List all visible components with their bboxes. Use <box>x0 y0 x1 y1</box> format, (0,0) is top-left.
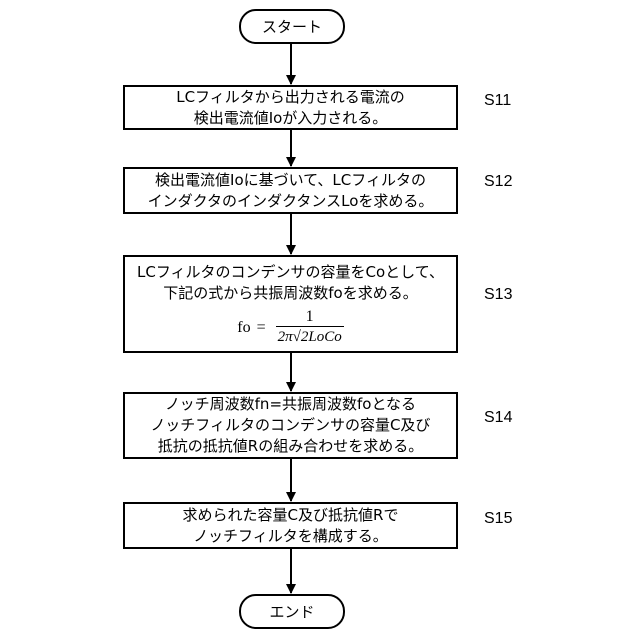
step-s15-label: S15 <box>484 510 512 528</box>
step-s13-box: LCフィルタのコンデンサの容量をCoとして、 下記の式から共振周波数foを求める… <box>123 255 458 353</box>
step-s12-line-2: インダクタのインダクタンスLoを求める。 <box>148 191 434 212</box>
step-s14-line-1: ノッチ周波数fn=共振周波数foとなる <box>165 394 416 415</box>
step-s15-line-1: 求められた容量C及び抵抗値Rで <box>183 505 399 526</box>
step-s13-line-1: LCフィルタのコンデンサの容量をCoとして、 <box>137 262 444 283</box>
step-s12-line-1: 検出電流値Ioに基づいて、LCフィルタの <box>155 170 426 191</box>
resonance-formula: fo = 1 2π√2LoCo <box>237 308 343 346</box>
step-s14-box: ノッチ周波数fn=共振周波数foとなる ノッチフィルタのコンデンサの容量C及び … <box>123 392 458 459</box>
step-s11-line-1: LCフィルタから出力される電流の <box>176 87 405 108</box>
formula-denominator: 2π√2LoCo <box>276 326 344 346</box>
step-s12-box: 検出電流値Ioに基づいて、LCフィルタの インダクタのインダクタンスLoを求める… <box>123 167 458 214</box>
step-s12-label: S12 <box>484 173 512 191</box>
step-s13-label: S13 <box>484 286 512 304</box>
step-s14-line-3: 抵抗の抵抗値Rの組み合わせを求める。 <box>158 436 423 457</box>
step-s14-line-2: ノッチフィルタのコンデンサの容量C及び <box>151 415 431 436</box>
end-terminal: エンド <box>239 594 345 629</box>
step-s11-line-2: 検出電流値Ioが入力される。 <box>194 108 388 129</box>
formula-numerator: 1 <box>302 308 318 326</box>
step-s15-line-2: ノッチフィルタを構成する。 <box>193 526 387 547</box>
formula-fraction: 1 2π√2LoCo <box>276 308 344 346</box>
step-s11-box: LCフィルタから出力される電流の 検出電流値Ioが入力される。 <box>123 85 458 130</box>
step-s14-label: S14 <box>484 409 512 427</box>
formula-lhs: fo <box>237 317 250 338</box>
formula-equals: = <box>257 317 266 338</box>
start-label: スタート <box>262 16 322 37</box>
step-s11-label: S11 <box>484 92 511 110</box>
end-label: エンド <box>269 601 314 622</box>
step-s13-line-2: 下記の式から共振周波数foを求める。 <box>163 283 417 304</box>
step-s15-box: 求められた容量C及び抵抗値Rで ノッチフィルタを構成する。 <box>123 502 458 549</box>
start-terminal: スタート <box>239 9 345 44</box>
